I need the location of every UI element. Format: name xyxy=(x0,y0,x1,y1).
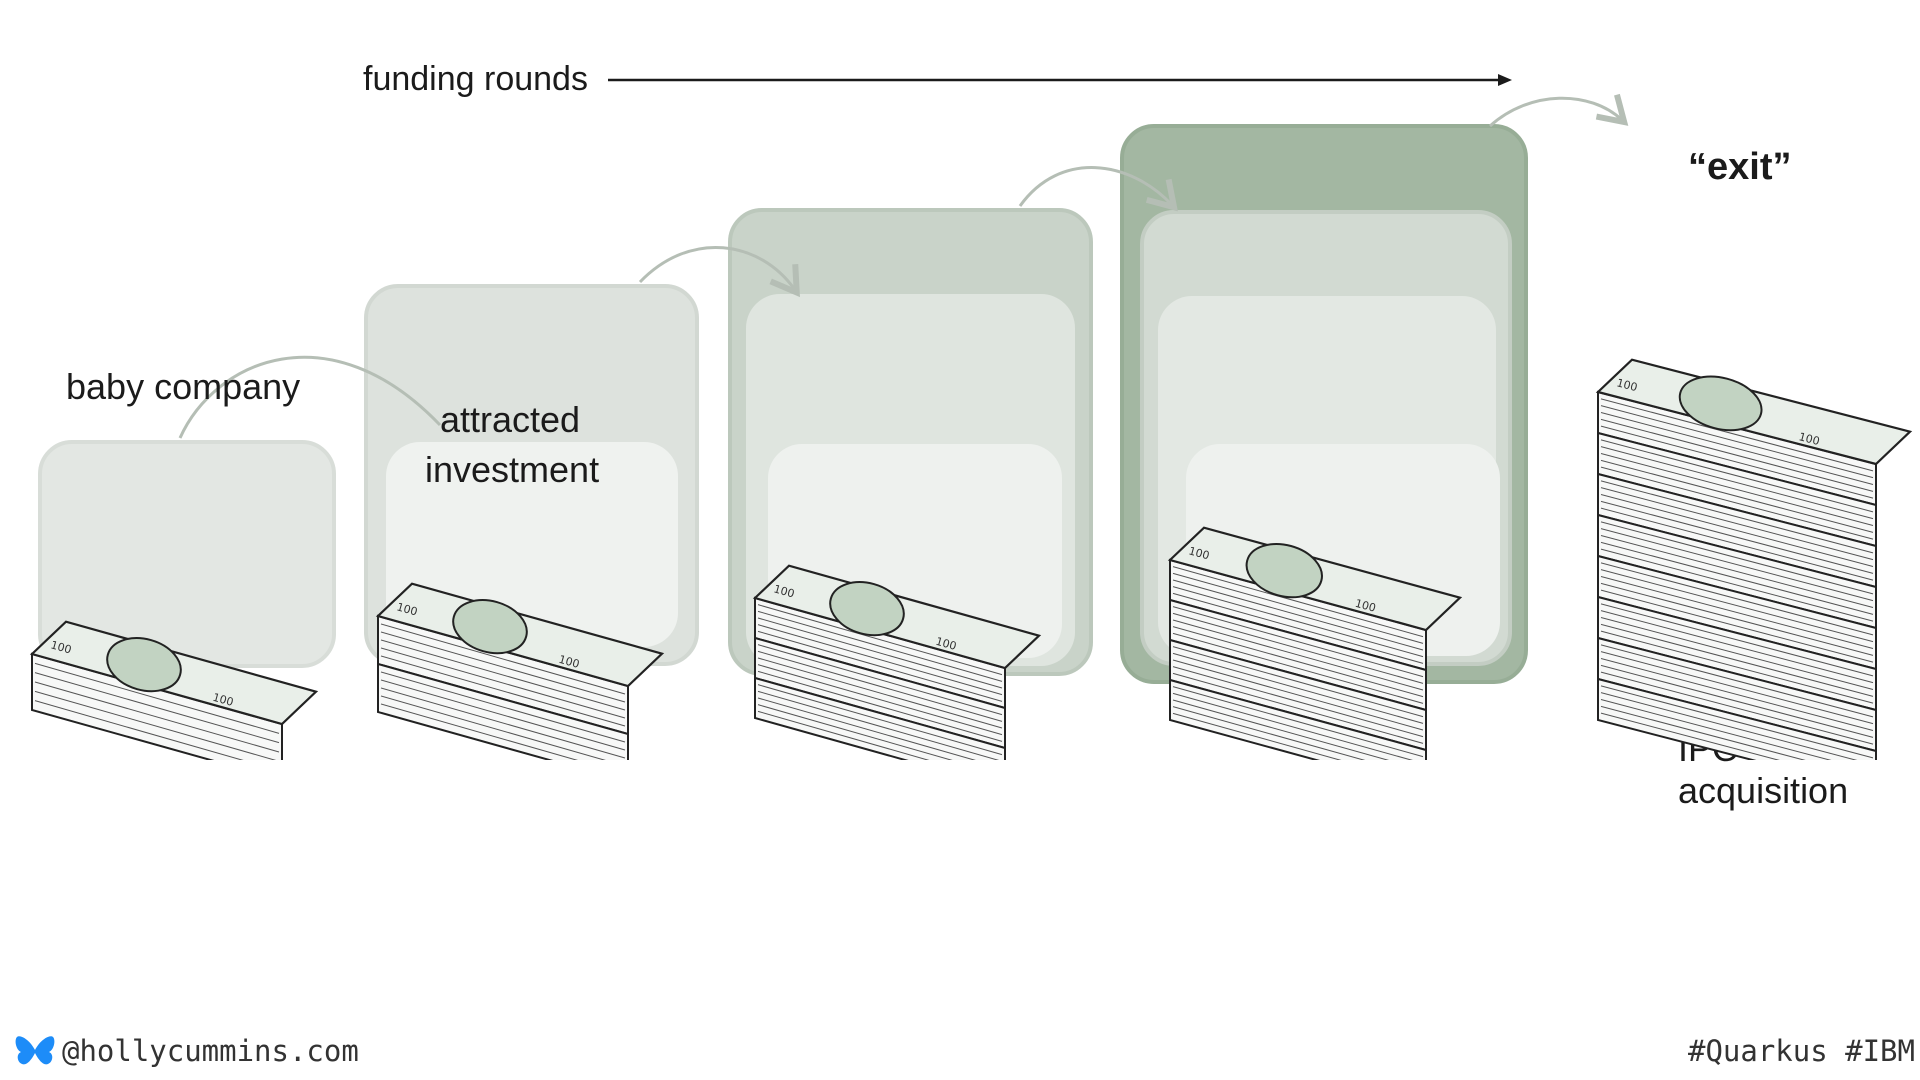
svg-text:100: 100 xyxy=(772,582,796,600)
footer-tags: #Quarkus #IBM xyxy=(1688,1034,1915,1068)
stage-1-label: baby company xyxy=(66,366,301,407)
svg-text:100: 100 xyxy=(1187,544,1211,562)
svg-text:100: 100 xyxy=(1615,376,1639,394)
money-stack-stage-4: 100 100 xyxy=(1167,526,1463,760)
money-stacks: 100 100 100 100 100 100 100 100 100 100 xyxy=(29,358,1913,760)
money-stack-stage-1: 100 100 xyxy=(29,620,319,760)
svg-text:100: 100 xyxy=(1797,430,1821,448)
exit-option-acquisition: acquisition xyxy=(1678,770,1849,811)
butterfly-icon xyxy=(15,1036,55,1065)
svg-text:100: 100 xyxy=(211,691,235,709)
svg-text:100: 100 xyxy=(1354,597,1378,615)
svg-text:100: 100 xyxy=(395,600,419,618)
footer-handle: @hollycummins.com xyxy=(62,1034,359,1068)
funding-rounds-arrow xyxy=(608,74,1512,86)
svg-text:100: 100 xyxy=(49,638,73,656)
arrow-stage-2-to-3 xyxy=(638,245,800,298)
stage-2-label-line2: investment xyxy=(425,449,600,490)
arrow-stage-4-to-exit xyxy=(1488,93,1629,128)
transition-arrows xyxy=(178,93,1629,439)
money-stack-exit: 100 100 xyxy=(1595,358,1913,760)
arrow-stage-3-to-4 xyxy=(1018,166,1178,212)
arrow-stage-1-to-2 xyxy=(178,355,442,439)
money-stack-stage-3: 100 100 xyxy=(752,564,1042,760)
stage-2-label-line1: attracted xyxy=(440,399,581,440)
money-stack-stage-2: 100 100 xyxy=(375,582,665,760)
svg-text:100: 100 xyxy=(934,635,958,653)
svg-text:100: 100 xyxy=(557,653,581,671)
funding-rounds-label: funding rounds xyxy=(363,60,588,98)
exit-label: “exit” xyxy=(1688,146,1792,188)
